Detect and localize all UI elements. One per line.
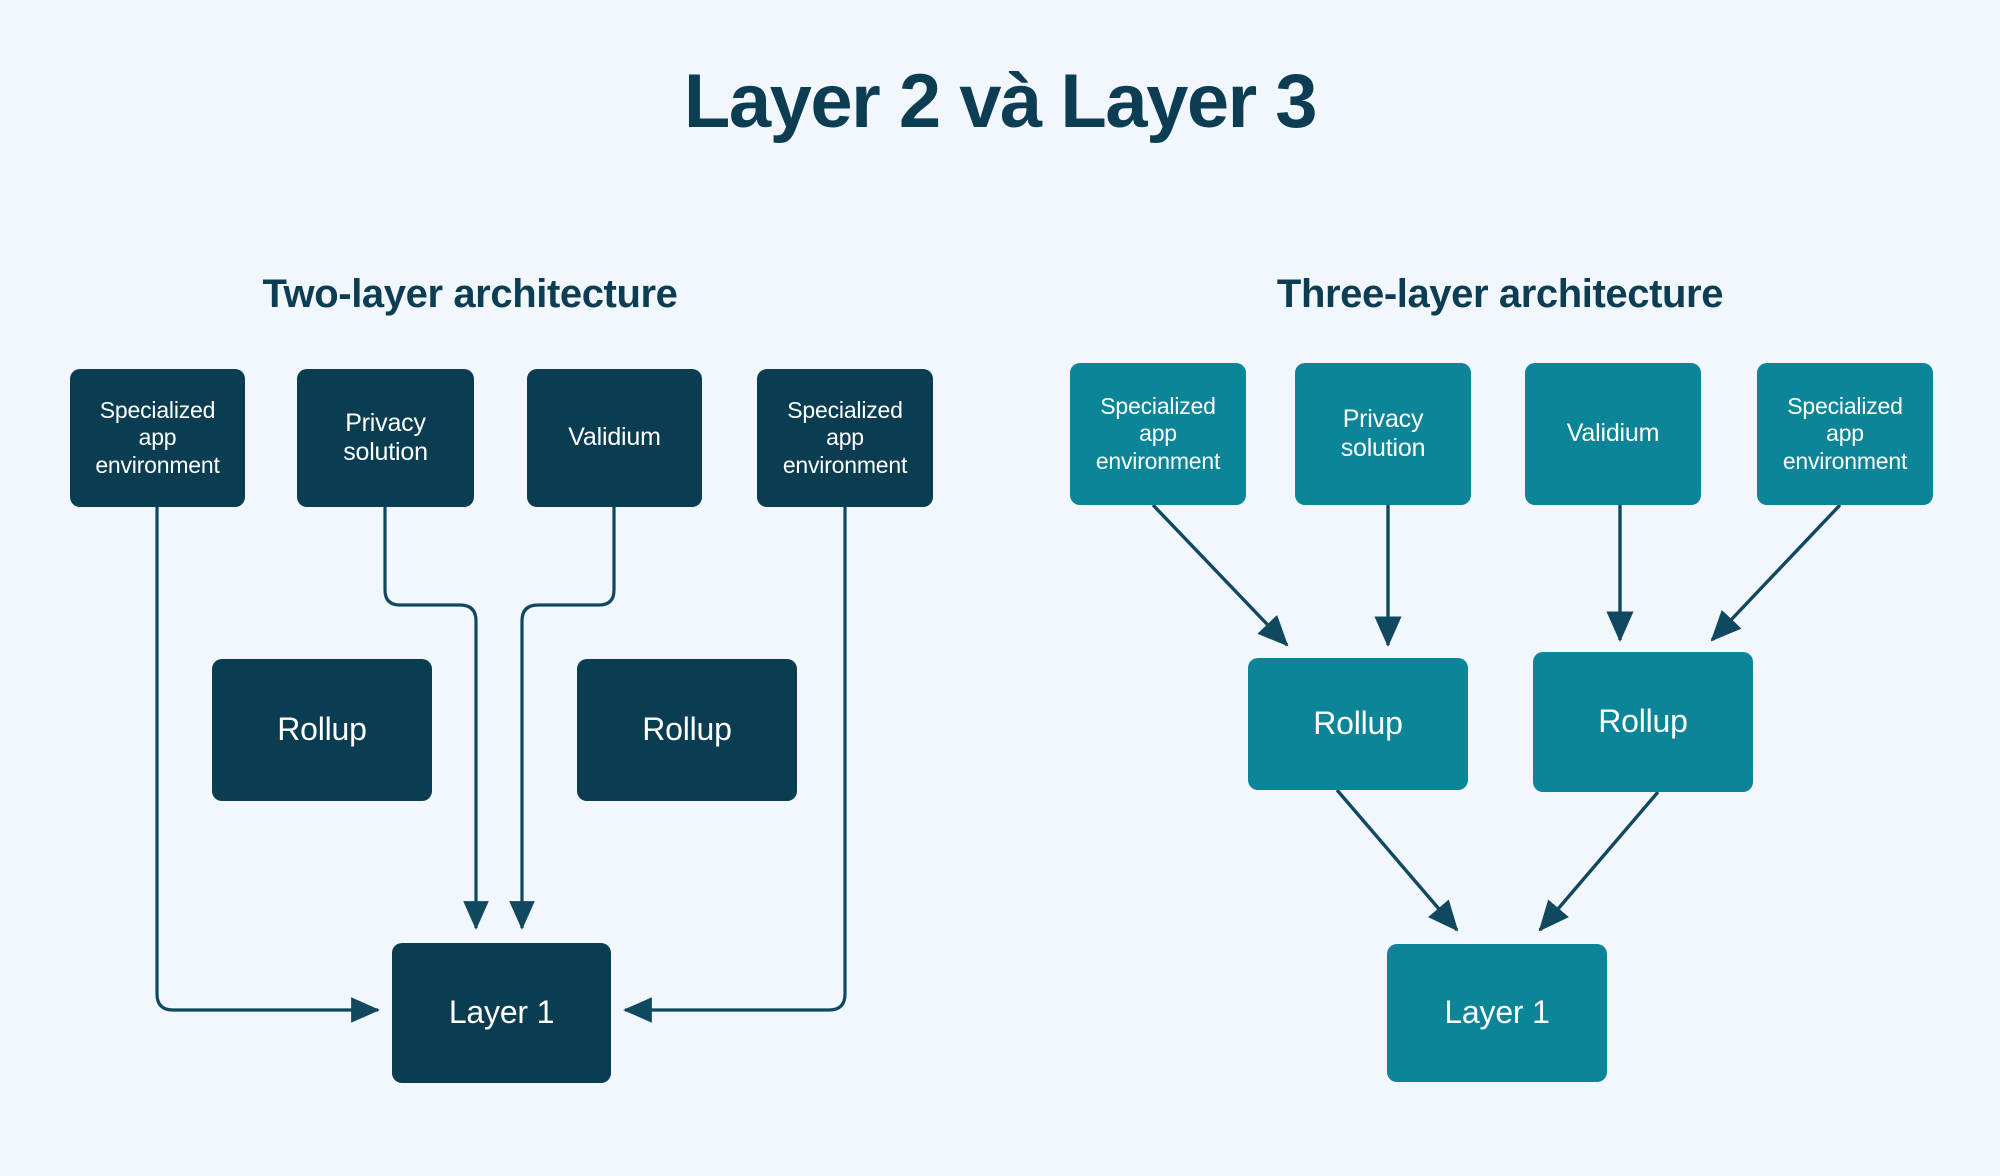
panel-heading-three-layer: Three-layer architecture (1276, 272, 1724, 316)
node-right-layer-1[interactable]: Layer 1 (1387, 944, 1607, 1082)
node-right-rollup-1[interactable]: Rollup (1248, 658, 1468, 790)
node-right-privacy-solution[interactable]: Privacy solution (1295, 363, 1471, 505)
node-left-validium[interactable]: Validium (527, 369, 702, 507)
node-left-rollup-1[interactable]: Rollup (212, 659, 432, 801)
node-right-specialized-app-environment-1[interactable]: Specialized app environment (1070, 363, 1246, 505)
node-left-privacy-solution[interactable]: Privacy solution (297, 369, 474, 507)
panel-heading-two-layer: Two-layer architecture (262, 272, 678, 316)
node-left-specialized-app-environment-2[interactable]: Specialized app environment (757, 369, 933, 507)
page-title: Layer 2 và Layer 3 (683, 59, 1318, 144)
node-left-specialized-app-environment-1[interactable]: Specialized app environment (70, 369, 245, 507)
node-right-validium[interactable]: Validium (1525, 363, 1701, 505)
node-right-specialized-app-environment-2[interactable]: Specialized app environment (1757, 363, 1933, 505)
node-right-rollup-2[interactable]: Rollup (1533, 652, 1753, 792)
node-left-rollup-2[interactable]: Rollup (577, 659, 797, 801)
node-left-layer-1[interactable]: Layer 1 (392, 943, 611, 1083)
